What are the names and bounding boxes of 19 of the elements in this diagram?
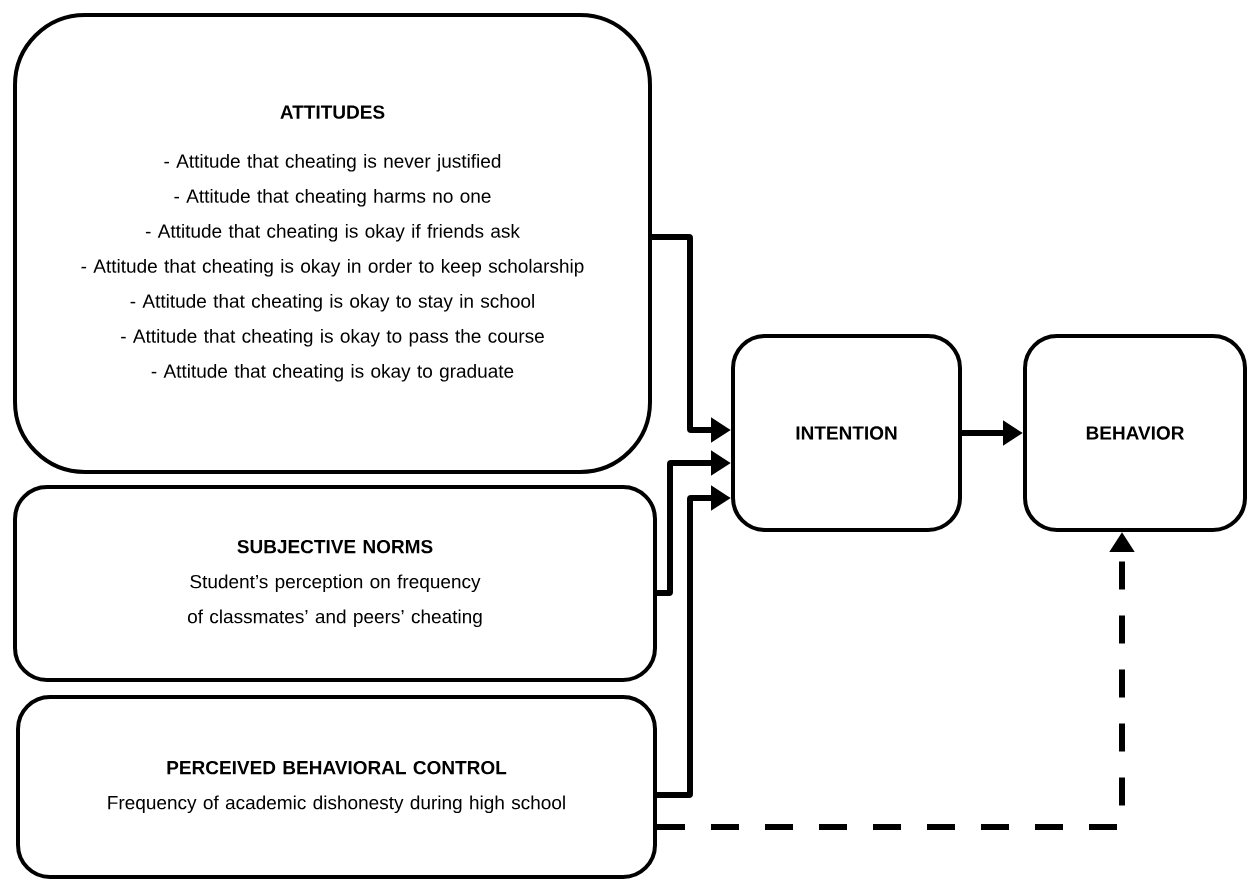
list-item: - Attitude that cheating is okay to pass the course	[121, 328, 544, 347]
description: Frequency of academic dishonesty during high school	[108, 795, 565, 814]
box-label: BEHAVIOR	[1086, 426, 1185, 440]
rounded-box	[13, 13, 652, 474]
box-label: INTENTION	[796, 426, 897, 440]
rounded-box	[1023, 334, 1247, 532]
heading: SUBJECTIVE NORMS	[237, 539, 433, 554]
list-item: - Attitude that cheating is okay to graduate	[151, 363, 514, 382]
list-item: - Attitude that cheating is never justified	[164, 153, 501, 172]
rounded-box	[731, 334, 962, 532]
heading: ATTITUDES	[280, 105, 385, 119]
list-item: - Attitude that cheating is okay if friends ask	[145, 223, 520, 242]
rounded-box	[16, 695, 657, 879]
description: Student’s perception on frequency of classmates’ and peers’ cheating	[187, 574, 482, 628]
rounded-box	[13, 485, 657, 682]
list-item: - Attitude that cheating is okay in order to keep scholarship	[81, 258, 584, 277]
heading: PERCEIVED BEHAVIORAL CONTROL	[167, 760, 507, 775]
list-item: - Attitude that cheating harms no one	[174, 188, 491, 207]
list-item: - Attitude that cheating is okay to stay in school	[130, 293, 534, 312]
